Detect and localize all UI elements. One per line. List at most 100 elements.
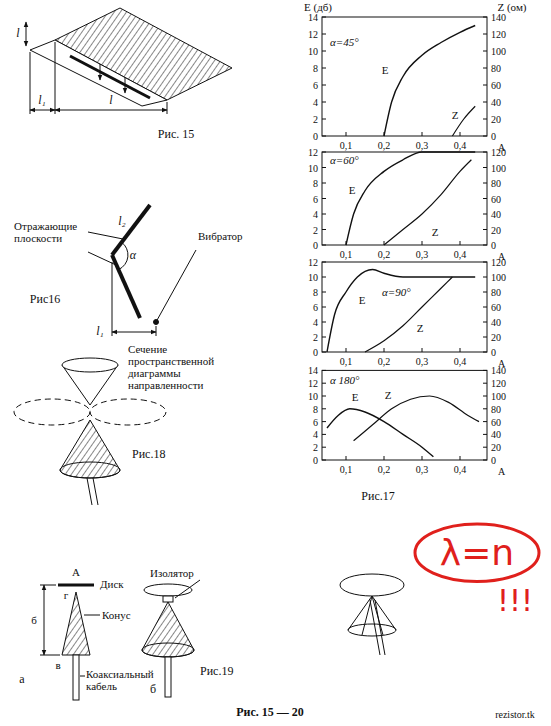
drawing-stroke bbox=[30, 52, 31, 114]
tick-mark bbox=[483, 434, 487, 435]
tick-mark bbox=[322, 198, 326, 199]
dimension: l bbox=[109, 94, 112, 107]
part-name: Сечение пространственной диаграммы напра… bbox=[128, 343, 246, 391]
tick-mark bbox=[483, 85, 487, 86]
tick-mark bbox=[322, 262, 326, 263]
gain-curve bbox=[327, 270, 475, 353]
tick-mark bbox=[483, 352, 487, 353]
drawing-stroke bbox=[175, 580, 200, 598]
angle-label: α=60° bbox=[330, 154, 359, 166]
axis-tick: 100 bbox=[491, 162, 506, 173]
tick-mark bbox=[322, 307, 326, 308]
axis-tick: 60 bbox=[491, 416, 501, 427]
tick-mark bbox=[346, 348, 347, 352]
ellipse-outline bbox=[415, 524, 539, 581]
dimension: б bbox=[31, 614, 37, 626]
tick-mark bbox=[483, 34, 487, 35]
drawing-stroke bbox=[62, 592, 90, 655]
tick-mark bbox=[322, 183, 326, 184]
axis-tick: 140 bbox=[491, 365, 506, 376]
axis-tick: 60 bbox=[491, 80, 501, 91]
curve-label: Z bbox=[432, 226, 439, 238]
tick-mark bbox=[322, 68, 326, 69]
curve-label: Е bbox=[349, 184, 356, 196]
axis-tick: 10 bbox=[308, 162, 318, 173]
axis-tick: 4 bbox=[313, 429, 318, 440]
tick-mark bbox=[384, 348, 385, 352]
drawing-stroke bbox=[156, 250, 196, 322]
tick-mark bbox=[483, 152, 487, 153]
handwritten-note: λ=n bbox=[440, 533, 514, 573]
tick-mark bbox=[483, 421, 487, 422]
axis-tick: 40 bbox=[491, 429, 501, 440]
drawing-stroke bbox=[348, 624, 396, 636]
drawing-stroke bbox=[125, 77, 126, 93]
tick-mark bbox=[322, 383, 326, 384]
axis-tick: 0,4 bbox=[454, 249, 467, 260]
drawing-stroke bbox=[156, 326, 157, 336]
fig20-wire-cone-antenna bbox=[340, 574, 404, 655]
tick-mark bbox=[483, 167, 487, 168]
axis-tick: 6 bbox=[313, 80, 318, 91]
tick-mark bbox=[346, 456, 347, 460]
tick-mark bbox=[483, 383, 487, 384]
tick-mark bbox=[322, 245, 326, 246]
tick-mark bbox=[322, 136, 326, 137]
gain-curve bbox=[327, 409, 433, 457]
tick-mark bbox=[322, 447, 326, 448]
drawing-stroke bbox=[119, 242, 128, 269]
curve-label: Z bbox=[452, 109, 459, 121]
tick-mark bbox=[483, 183, 487, 184]
drawing-stroke bbox=[14, 399, 90, 425]
tick-mark bbox=[322, 152, 326, 153]
tick-mark bbox=[483, 292, 487, 293]
tick-mark bbox=[322, 277, 326, 278]
tick-mark bbox=[322, 34, 326, 35]
drawing-stroke bbox=[340, 574, 404, 596]
tick-mark bbox=[322, 421, 326, 422]
axis-tick: 6 bbox=[313, 302, 318, 313]
axis-tick: 0,1 bbox=[340, 249, 353, 260]
impedance-curve bbox=[384, 160, 471, 245]
tick-mark bbox=[483, 214, 487, 215]
dimension: l bbox=[16, 27, 19, 40]
tick-mark bbox=[322, 167, 326, 168]
handwritten-note: !!! bbox=[497, 584, 533, 617]
drawing-stroke bbox=[163, 596, 173, 602]
axis-tick: 60 bbox=[491, 302, 501, 313]
axis-tick: 120 bbox=[491, 29, 506, 40]
drawing-stroke bbox=[60, 420, 120, 478]
axis-tick: 4 bbox=[313, 209, 318, 220]
axis-tick: 8 bbox=[313, 403, 318, 414]
curve-label: Z bbox=[385, 389, 392, 401]
subfigure-label: б bbox=[150, 683, 156, 696]
axis-tick: 0 bbox=[491, 240, 496, 251]
axis-title: Z (ом) bbox=[497, 1, 526, 13]
tick-mark bbox=[483, 370, 487, 371]
tick-mark bbox=[322, 434, 326, 435]
axis-tick: 20 bbox=[491, 332, 501, 343]
tick-mark bbox=[483, 322, 487, 323]
drawing-stroke bbox=[55, 42, 56, 114]
drawing-stroke bbox=[88, 232, 123, 239]
watermark: rezistor.tk bbox=[495, 709, 535, 720]
fig19-disc-cone-antenna bbox=[40, 580, 200, 700]
tick-mark bbox=[460, 132, 461, 136]
tick-mark bbox=[460, 348, 461, 352]
tick-mark bbox=[483, 245, 487, 246]
angle-label: α 180° bbox=[330, 374, 359, 386]
gain-curve bbox=[346, 152, 475, 245]
axis-tick: 40 bbox=[491, 317, 501, 328]
tick-mark bbox=[322, 352, 326, 353]
tick-mark bbox=[322, 214, 326, 215]
axis-tick: 20 bbox=[491, 442, 501, 453]
axis-tick: 0 bbox=[491, 131, 496, 142]
axis-tick: 0,2 bbox=[378, 140, 391, 151]
axis-tick: 0,1 bbox=[340, 464, 353, 475]
axis-tick: 0 bbox=[313, 131, 318, 142]
chart-panel bbox=[322, 152, 487, 245]
tick-mark bbox=[483, 198, 487, 199]
tick-mark bbox=[322, 396, 326, 397]
plot-frame bbox=[322, 370, 487, 460]
axis-tick: 80 bbox=[491, 287, 501, 298]
